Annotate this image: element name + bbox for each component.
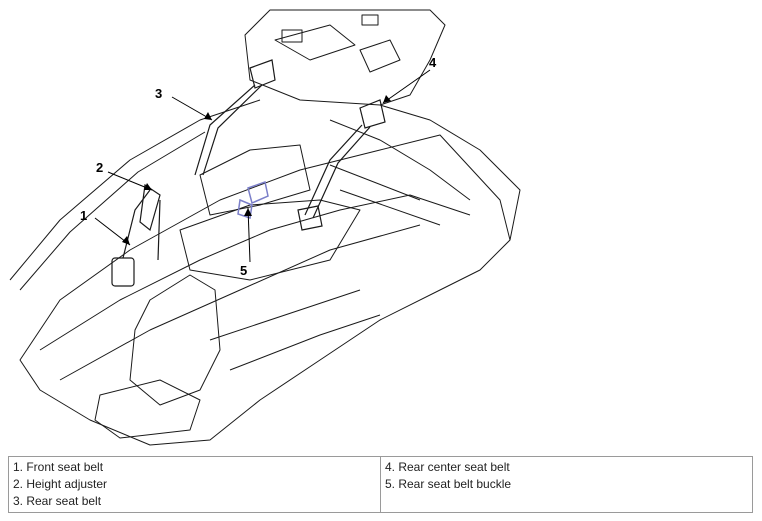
rear-center-seat-belt: [297, 99, 386, 231]
callout-2: 2: [96, 160, 103, 175]
callout-4: 4: [429, 55, 437, 70]
legend-column-left: 1. Front seat belt 2. Height adjuster 3.…: [8, 456, 381, 513]
legend-item-5: 5. Rear seat belt buckle: [385, 477, 512, 491]
rear-seat-belt-buckle: [237, 181, 269, 219]
seat-belt-diagram: 1 2 3 4 5: [9, 9, 521, 446]
legend-item-3: 3. Rear seat belt: [13, 494, 102, 508]
callout-1: 1: [80, 208, 87, 223]
legend-item-2: 2. Height adjuster: [13, 477, 108, 491]
callout-3: 3: [155, 86, 162, 101]
vehicle-body-outline: [9, 9, 521, 446]
legend-item-4: 4. Rear center seat belt: [385, 460, 510, 474]
legend-column-right: 4. Rear center seat belt 5. Rear seat be…: [380, 456, 753, 513]
front-seat-belt-retractor: [111, 189, 151, 287]
callout-arrowheads: [122, 95, 391, 245]
callout-5: 5: [240, 263, 247, 278]
rear-seat-belt: [194, 59, 276, 176]
legend-table: 1. Front seat belt 2. Height adjuster 3.…: [8, 456, 753, 513]
legend-item-1: 1. Front seat belt: [13, 460, 104, 474]
height-adjuster: [139, 183, 161, 261]
